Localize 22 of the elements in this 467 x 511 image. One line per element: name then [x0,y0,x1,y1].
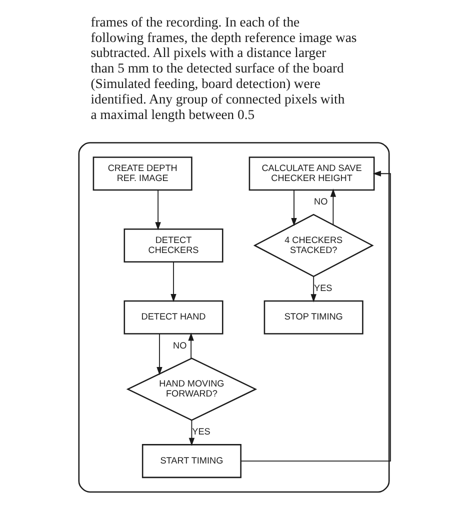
node-box: DETECT CHECKERS [123,228,223,262]
arrow [188,420,194,446]
edge-label: YES [192,426,210,437]
label: frames of the recording. In each of the following frames, the depth reference image was subtracted. All pixels with a distance larger than 5 mm to the detected surface of the board (Simulated feeding, board detection) were identified. Any group of connected pixels with a maximal length between 0.5 [90,14,356,122]
arrow [170,262,176,302]
arrow [290,190,296,226]
node-diamond: HAND MOVING FORWARD? [126,358,257,421]
edge-label: NO [314,196,328,207]
node-diamond: 4 CHECKERS STACKED? [252,214,374,278]
arrow [240,170,390,462]
node-box: CREATE DEPTH REF. IMAGE [92,156,192,191]
arrow [188,332,194,359]
arrow [330,188,336,226]
node-box: START TIMING [141,444,241,478]
edge-label: YES [314,282,332,293]
arrow [154,190,160,230]
node-box: CALCULATE AND SAVE CHECKER HEIGHT [248,156,374,191]
arrow [310,276,316,302]
arrow [156,334,162,376]
node-box: DETECT HAND [123,300,223,334]
edge-label: NO [172,340,186,350]
node-box: STOP TIMING [263,300,363,334]
